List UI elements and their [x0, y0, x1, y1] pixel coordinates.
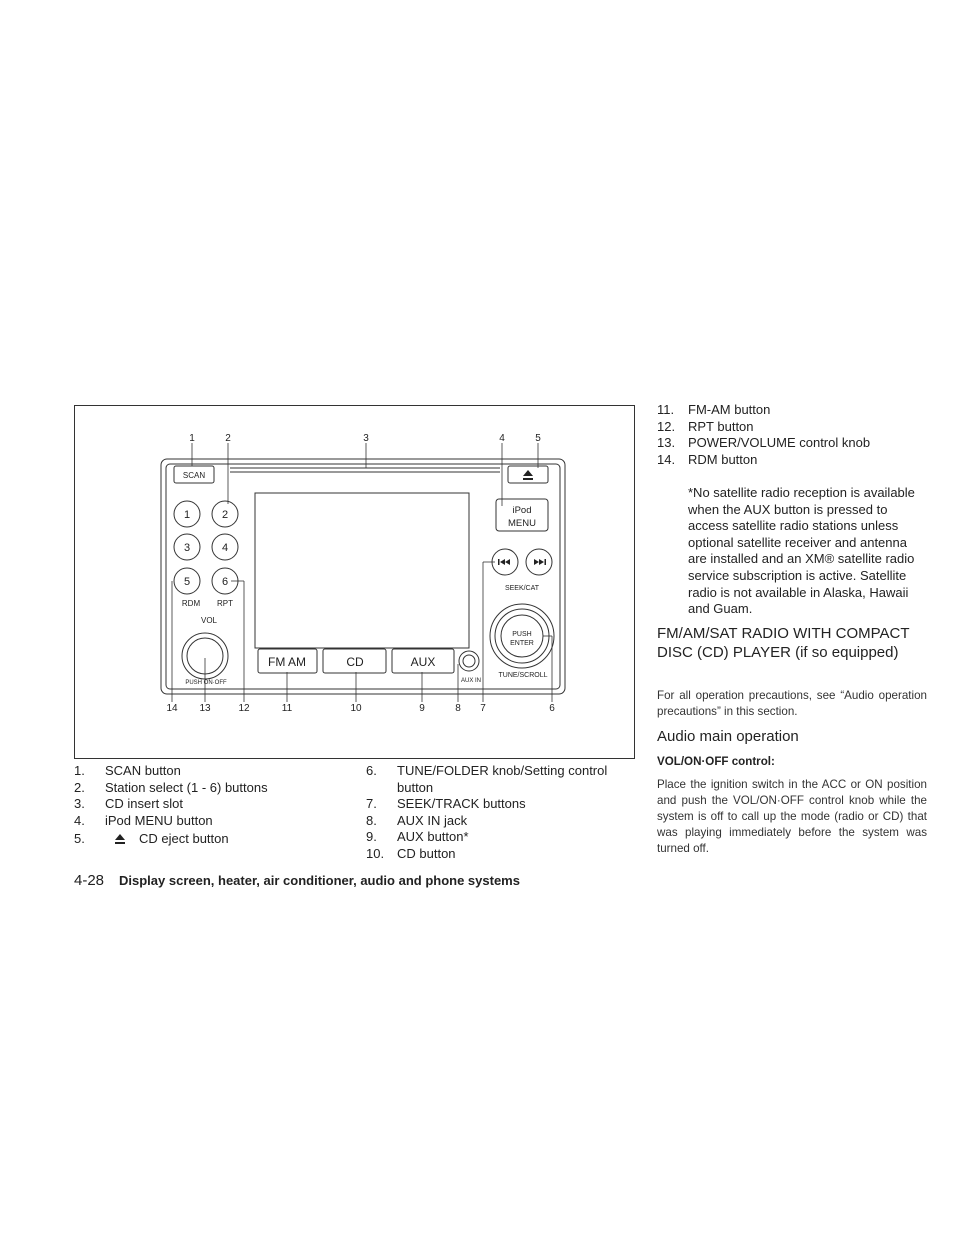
callout-6: 6 [549, 703, 555, 714]
list-item: 8.AUX IN jack [366, 812, 468, 828]
eject-icon [523, 470, 533, 480]
callout-12: 12 [238, 703, 250, 714]
preset-6-label: 6 [222, 576, 228, 588]
page-number: 4-28 [74, 872, 105, 889]
preset-2-label: 2 [222, 509, 228, 521]
callout-8: 8 [455, 703, 461, 714]
vol-label: VOL [201, 616, 218, 625]
aux-jack-outer [458, 650, 480, 672]
callout-14: 14 [166, 703, 178, 714]
callout-10: 10 [350, 703, 362, 714]
push-on-off-label: PUSH ON·OFF [185, 680, 227, 686]
vol-control-text: Place the ignition switch in the ACC or … [657, 778, 927, 855]
chapter-title: Display screen, heater, air conditioner,… [119, 873, 520, 888]
callout-list-middle: 6.TUNE/FOLDER knob/Setting control butto… [366, 763, 631, 863]
list-item: 13.POWER/VOLUME control knob [657, 435, 871, 451]
tune-knob-outer [489, 603, 555, 669]
fm-am-label: FM AM [268, 655, 306, 669]
callout-3: 3 [363, 433, 369, 444]
callout-9: 9 [419, 703, 425, 714]
preset-1-shape [173, 500, 201, 528]
section-heading: FM/AM/SAT RADIO WITH COMPACT DISC (CD) P… [657, 625, 910, 661]
list-item: 12.RPT button [657, 418, 754, 434]
rpt-label: RPT [217, 599, 233, 608]
callout-1: 1 [189, 433, 195, 444]
precautions-text: For all operation precautions, see “Audi… [657, 689, 927, 718]
list-item: 4.iPod MENU button [74, 812, 213, 828]
ipod-label-1: iPod [512, 505, 531, 516]
list-item: 3.CD insert slot [74, 796, 184, 812]
preset-4-label: 4 [222, 542, 228, 554]
audio-unit-figure: 1 2 3 4 5 14 13 12 11 10 9 8 7 6 SCAN iP… [74, 405, 635, 759]
preset-5-label: 5 [184, 576, 190, 588]
unit-outer-frame [160, 458, 566, 695]
enter-label: ENTER [510, 640, 534, 647]
preset-4-shape [211, 533, 239, 561]
callout-2: 2 [225, 433, 231, 444]
aux-shape [391, 648, 455, 674]
seek-cat-label: SEEK/CAT [505, 585, 540, 592]
preset-1-label: 1 [184, 509, 190, 521]
scan-button-shape [173, 465, 215, 484]
list-item: 10.CD button [366, 845, 456, 861]
callout-11: 11 [282, 703, 293, 714]
seek-forward-icon [534, 559, 546, 565]
vol-control-label: VOL/ON·OFF control: [657, 755, 775, 768]
list-item: 7.SEEK/TRACK buttons [366, 796, 526, 812]
footnote-text: *No satellite radio reception is availab… [688, 485, 915, 617]
callout-5: 5 [535, 433, 541, 444]
seek-forward-shape [525, 548, 553, 576]
push-label: PUSH [512, 631, 531, 638]
aux-in-label: AUX IN [461, 678, 481, 684]
rdm-label: RDM [182, 599, 201, 608]
list-item: 6.TUNE/FOLDER knob/Setting control butto… [366, 763, 608, 795]
scan-label: SCAN [183, 471, 205, 480]
aux-label: AUX [411, 655, 436, 669]
preset-2-shape [211, 500, 239, 528]
seek-back-icon [498, 559, 510, 565]
callout-7: 7 [480, 703, 486, 714]
subheading: Audio main operation [657, 728, 799, 745]
cd-label: CD [346, 655, 364, 669]
list-item: 9.AUX button* [366, 829, 469, 845]
audio-unit-diagram: 1 2 3 4 5 14 13 12 11 10 9 8 7 6 SCAN iP… [160, 433, 566, 714]
ipod-menu-shape [495, 498, 549, 532]
list-item: 2.Station select (1 - 6) buttons [74, 779, 268, 795]
preset-3-shape [173, 533, 201, 561]
preset-3-label: 3 [184, 542, 190, 554]
fm-am-shape [257, 648, 318, 674]
preset-5-shape [173, 567, 201, 595]
callout-list-right: 11.FM-AM button 12.RPT button 13.POWER/V… [657, 402, 929, 468]
callout-13: 13 [199, 703, 211, 714]
unit-inner-frame [165, 463, 561, 690]
eject-icon [115, 834, 125, 845]
list-item: 1.SCAN button [74, 763, 181, 778]
aux-jack-inner [462, 654, 476, 668]
callout-4: 4 [499, 433, 505, 444]
list-item: 11.FM-AM button [657, 402, 771, 417]
list-item: 14.RDM button [657, 451, 758, 467]
cd-shape [322, 648, 387, 674]
eject-button-shape [507, 465, 549, 484]
callout-list-left: 1.SCAN button 2.Station select (1 - 6) b… [74, 763, 354, 848]
display-screen [254, 492, 470, 649]
list-item: 5.CD eject button [74, 831, 229, 847]
ipod-label-2: MENU [508, 518, 536, 529]
tune-scroll-label: TUNE/SCROLL [498, 672, 547, 679]
